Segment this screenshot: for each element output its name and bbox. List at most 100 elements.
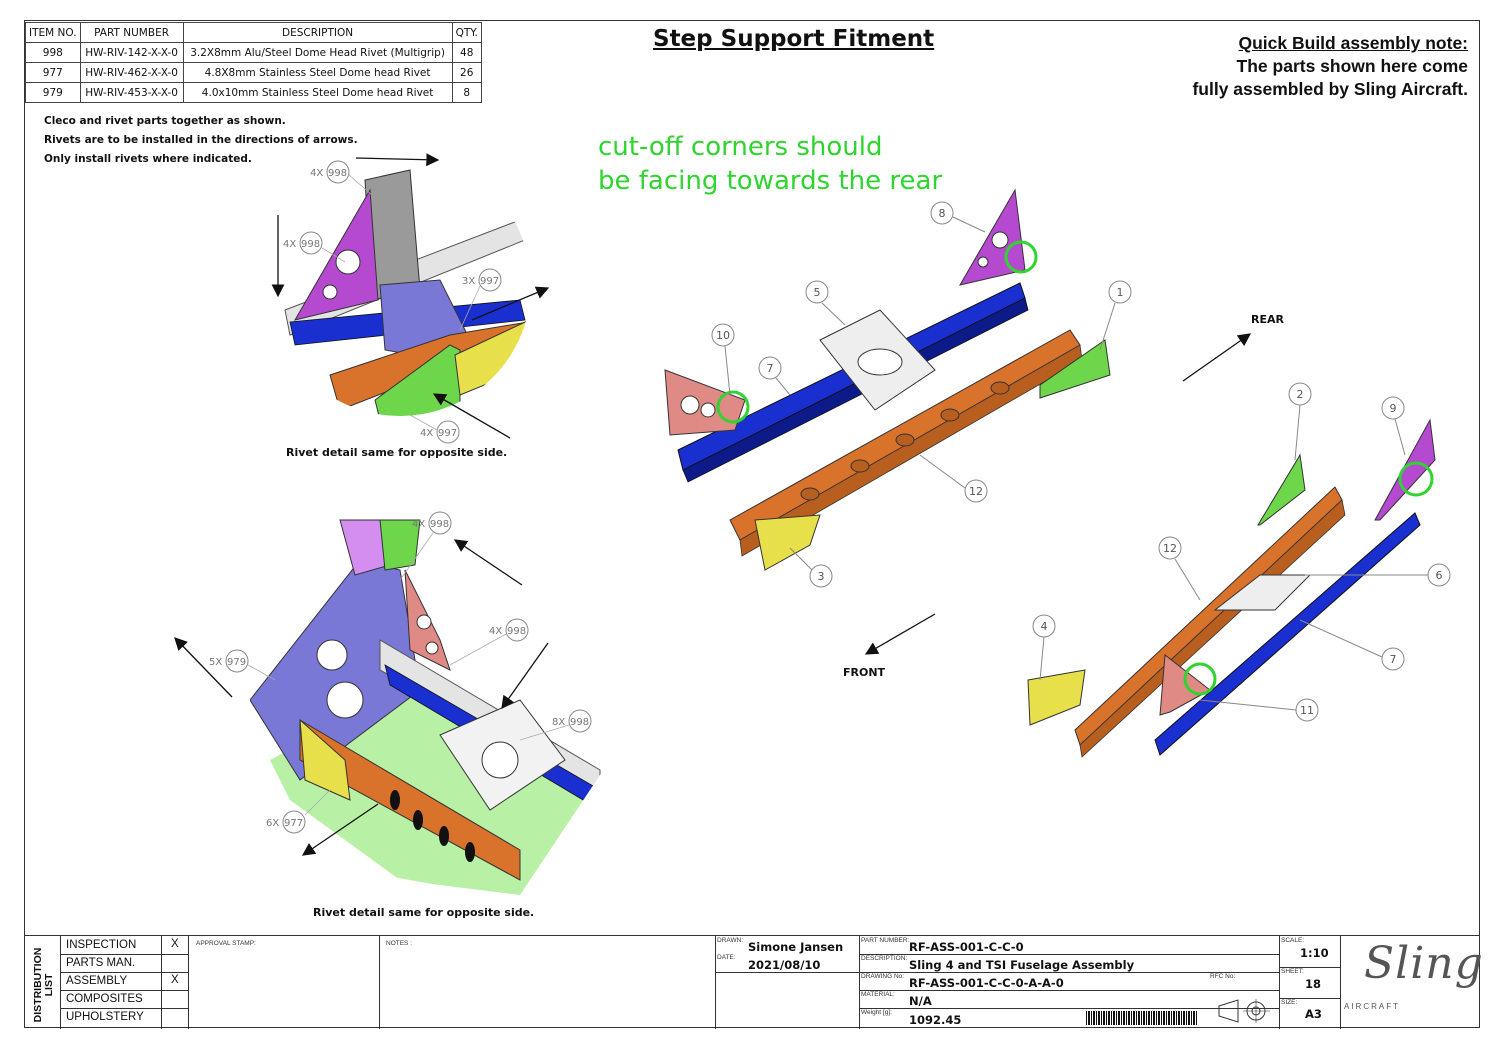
drawn-by-value: Simone Jansen xyxy=(748,940,844,954)
qty-label: 4X xyxy=(310,168,323,179)
drawing-sheet-border xyxy=(24,20,1480,1028)
bom-header-part: PART NUMBER xyxy=(79,22,184,43)
material-label: MATERIAL: xyxy=(861,991,895,998)
description-label: DESCRIPTION: xyxy=(861,955,908,962)
qty-label: 5X xyxy=(209,657,222,668)
page-title: Step Support Fitment xyxy=(653,26,935,52)
rivet-leader-lines xyxy=(247,174,570,816)
bottom-detail-caption: Rivet detail same for opposite side. xyxy=(313,906,535,919)
front-direction-label: FRONT xyxy=(843,666,886,679)
qty-label: 8X xyxy=(552,717,565,728)
quick-build-heading: Quick Build assembly note: xyxy=(1238,33,1469,53)
rear-direction-label: REAR xyxy=(1251,313,1284,326)
rivet-callout-labels: 4X 998 4X 998 3X 997 4X 997 4X 998 4X 99… xyxy=(209,168,589,829)
quick-build-line: The parts shown here come xyxy=(1236,56,1468,76)
main-exploded-view xyxy=(664,188,1111,571)
bom-description: 4.0x10mm Stainless Steel Dome head Rivet xyxy=(182,82,453,103)
notes-label: NOTES : xyxy=(386,940,413,947)
bom-item: 979 xyxy=(25,82,81,103)
sheet-value: 18 xyxy=(1305,977,1322,991)
size-label: SIZE: xyxy=(1281,999,1298,1006)
sheet-label: SHEET: xyxy=(1281,968,1304,975)
qty-label: 4X xyxy=(489,626,502,637)
balloon-number: 1 xyxy=(1117,286,1124,299)
distribution-mark: X xyxy=(171,974,179,986)
bom-part: HW-RIV-142-X-X-0 xyxy=(79,42,184,63)
weight-value: 1092.45 xyxy=(909,1013,962,1027)
scale-value: 1:10 xyxy=(1300,946,1329,960)
table-row: 977 HW-RIV-462-X-X-0 4.8X8mm Stainless S… xyxy=(25,62,482,83)
distribution-item: COMPOSITES xyxy=(66,993,143,1005)
bom-qty: 8 xyxy=(451,82,482,103)
distribution-list-label: DISTRIBUTION LIST xyxy=(32,947,55,1023)
weight-label: Weight [g]: xyxy=(861,1009,892,1016)
quick-build-note: Quick Build assembly note: The parts sho… xyxy=(1138,32,1468,101)
part-number-value: RF-ASS-001-C-C-0 xyxy=(909,940,1024,954)
rivet-number: 979 xyxy=(227,657,246,668)
scale-label: SCALE: xyxy=(1281,937,1305,944)
qty-label: 4X xyxy=(420,428,433,439)
top-detail-caption: Rivet detail same for opposite side. xyxy=(286,446,508,459)
balloon-number: 10 xyxy=(716,329,730,342)
balloon-labels: 8 5 1 10 7 12 3 2 9 12 6 4 7 11 xyxy=(716,207,1443,717)
rfc-label: RFC No: xyxy=(1210,973,1236,980)
rivet-number: 998 xyxy=(301,239,320,250)
drawing-no-label: DRAWING No: xyxy=(861,973,905,980)
distribution-item: ASSEMBLY xyxy=(66,975,128,987)
balloon-number: 7 xyxy=(767,362,774,375)
title-block: DISTRIBUTION LIST INSPECTION X PARTS MAN… xyxy=(24,935,1483,1029)
balloon-number: 12 xyxy=(969,485,983,498)
date-value: 2021/08/10 xyxy=(748,958,821,972)
bill-of-materials-table: ITEM NO. PART NUMBER DESCRIPTION QTY. 99… xyxy=(25,22,482,103)
rivet-number: 997 xyxy=(438,428,457,439)
balloon-number: 2 xyxy=(1297,388,1304,401)
balloon-number: 12 xyxy=(1163,542,1177,555)
date-label: DATE: xyxy=(717,954,736,961)
approval-stamp-label: APPROVAL STAMP: xyxy=(196,940,256,947)
rivet-number: 998 xyxy=(328,168,347,179)
bom-item: 998 xyxy=(25,42,81,63)
sling-logo-subtext: AIRCRAFT xyxy=(1344,1002,1400,1011)
distribution-item: PARTS MAN. xyxy=(66,957,136,969)
balloon-number: 9 xyxy=(1390,402,1397,415)
rivet-number: 977 xyxy=(284,818,303,829)
balloon-number: 8 xyxy=(939,207,946,220)
balloon-number: 5 xyxy=(814,286,821,299)
balloon-number: 4 xyxy=(1041,620,1048,633)
balloon-number: 11 xyxy=(1300,704,1314,717)
assembly-drawing: 8 5 1 10 7 12 3 2 9 12 6 4 7 11 4X 998 4… xyxy=(174,152,1451,895)
qty-label: 4X xyxy=(412,519,425,530)
instruction-line: Rivets are to be installed in the direct… xyxy=(44,134,358,146)
bom-header-row: ITEM NO. PART NUMBER DESCRIPTION QTY. xyxy=(25,22,482,43)
bom-description: 4.8X8mm Stainless Steel Dome head Rivet xyxy=(182,62,453,83)
rivet-number: 998 xyxy=(507,626,526,637)
qty-label: 4X xyxy=(283,239,296,250)
table-row: 979 HW-RIV-453-X-X-0 4.0x10mm Stainless … xyxy=(25,82,482,103)
description-value: Sling 4 and TSI Fuselage Assembly xyxy=(909,958,1135,972)
bottom-rivet-detail-view xyxy=(250,505,610,895)
qty-label: 6X xyxy=(266,818,279,829)
note-line: cut-off corners should xyxy=(598,132,883,162)
balloon-number: 7 xyxy=(1390,653,1397,666)
distribution-item: INSPECTION xyxy=(66,939,137,951)
material-value: N/A xyxy=(909,994,932,1008)
rivet-number: 998 xyxy=(570,717,589,728)
qty-label: 3X xyxy=(462,276,475,287)
bom-part: HW-RIV-462-X-X-0 xyxy=(79,62,184,83)
cut-off-corner-note: cut-off corners should be facing towards… xyxy=(598,130,942,198)
quick-build-line: fully assembled by Sling Aircraft. xyxy=(1192,79,1468,99)
distribution-item: UPHOLSTERY xyxy=(66,1011,144,1023)
instruction-line: Only install rivets where indicated. xyxy=(44,153,252,165)
drawing-no-value: RF-ASS-001-C-C-0-A-A-0 xyxy=(909,976,1064,990)
distribution-mark: X xyxy=(171,938,179,950)
right-view-assembly xyxy=(1027,418,1436,758)
size-value: A3 xyxy=(1305,1007,1322,1021)
top-rivet-detail-view xyxy=(268,153,532,417)
sling-logo: Sling xyxy=(1364,938,1484,989)
barcode xyxy=(1086,1011,1198,1025)
balloon-number: 3 xyxy=(818,570,825,583)
note-line: be facing towards the rear xyxy=(598,166,943,196)
instruction-line: Cleco and rivet parts together as shown. xyxy=(44,115,286,127)
rivet-number: 998 xyxy=(430,519,449,530)
projection-symbol-icon xyxy=(1218,999,1270,1023)
